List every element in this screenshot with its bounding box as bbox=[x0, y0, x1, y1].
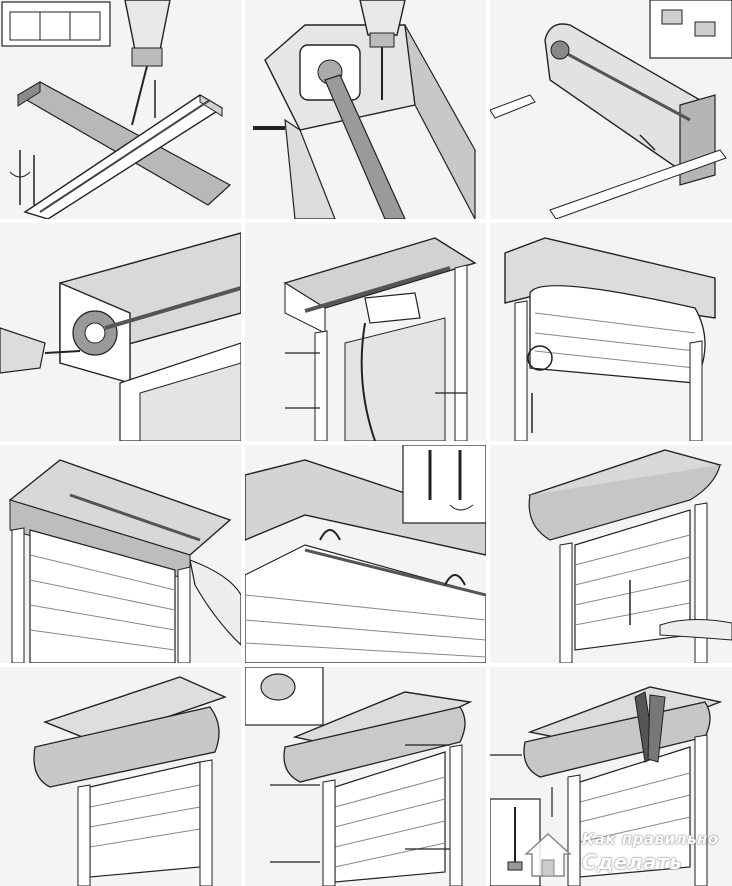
step-1-panel bbox=[0, 0, 241, 219]
screw-axle-bearing-icon bbox=[0, 223, 241, 441]
test-curtain-movement-icon bbox=[490, 445, 732, 663]
lock-curtain-springs-icon bbox=[245, 445, 486, 663]
drill-guide-rail-icon bbox=[0, 0, 241, 219]
close-box-lid-icon bbox=[0, 667, 241, 886]
fasten-springs-by-hand-icon bbox=[0, 445, 241, 663]
house-logo-icon bbox=[524, 832, 572, 877]
watermark: Как правильно Сделать bbox=[520, 826, 725, 882]
step-11-panel bbox=[245, 667, 486, 886]
step-8-panel bbox=[245, 445, 486, 663]
drill-box-end-cap-icon bbox=[245, 0, 486, 219]
step-7-panel bbox=[0, 445, 241, 663]
step-5-panel bbox=[245, 223, 486, 441]
attach-box-clips-icon bbox=[490, 0, 732, 219]
insert-shutter-curtain-icon bbox=[490, 223, 732, 441]
step-3-panel bbox=[490, 0, 732, 219]
watermark-line-2: Сделать bbox=[582, 850, 683, 874]
step-6-panel bbox=[490, 223, 732, 441]
drill-rail-holes-icon bbox=[245, 223, 486, 441]
insert-hole-caps-icon bbox=[245, 667, 486, 886]
step-9-panel bbox=[490, 445, 732, 663]
step-10-panel bbox=[0, 667, 241, 886]
watermark-line-1: Как правильно bbox=[582, 830, 719, 848]
step-4-panel bbox=[0, 223, 241, 441]
step-2-panel bbox=[245, 0, 486, 219]
